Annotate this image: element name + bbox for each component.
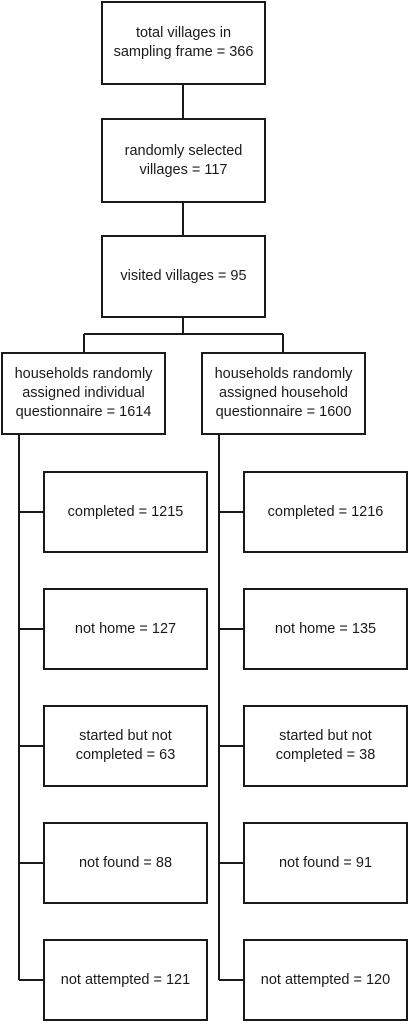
individual-outcome-not-home: not home = 127	[43, 588, 208, 670]
household-outcome-not-attempted: not attempted = 120	[243, 939, 408, 1021]
individual-questionnaire-box: households randomly assigned individual …	[1, 352, 166, 435]
selected-villages-box: randomly selected villages = 117	[101, 118, 266, 203]
individual-outcome-completed: completed = 1215	[43, 471, 208, 553]
household-questionnaire-box: households randomly assigned household q…	[201, 352, 366, 435]
household-outcome-started-not-completed: started but not completed = 38	[243, 705, 408, 787]
individual-outcome-not-found: not found = 88	[43, 822, 208, 904]
household-outcome-not-found: not found = 91	[243, 822, 408, 904]
individual-outcome-not-attempted: not attempted = 121	[43, 939, 208, 1021]
household-outcome-not-home: not home = 135	[243, 588, 408, 670]
visited-villages-box: visited villages = 95	[101, 235, 266, 318]
household-outcome-completed: completed = 1216	[243, 471, 408, 553]
individual-outcome-started-not-completed: started but not completed = 63	[43, 705, 208, 787]
total-villages-box: total villages in sampling frame = 366	[101, 1, 266, 85]
